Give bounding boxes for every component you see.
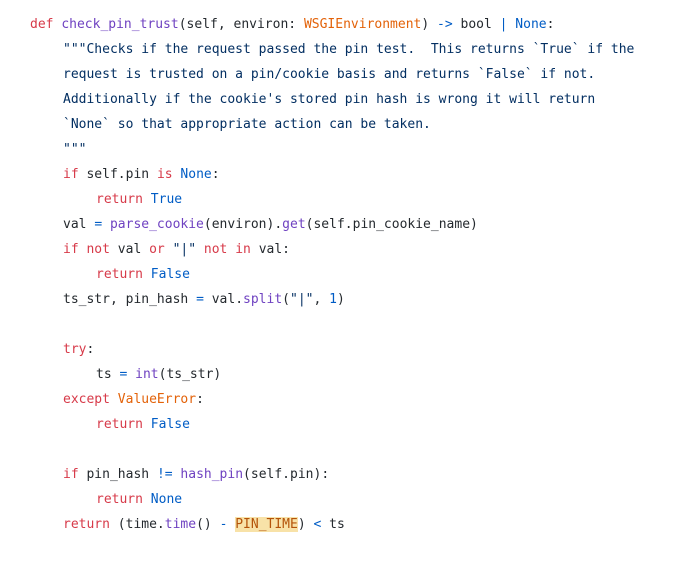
code-line-12: ts_str, pin_hash = val.split("|", 1)	[30, 287, 690, 312]
method-call: get	[282, 217, 306, 232]
docstring: request is trusted on a pin/cookie basis…	[63, 67, 596, 82]
number-literal: 1	[329, 292, 337, 307]
code-line-10: if not val or "|" not in val:	[30, 237, 690, 262]
keyword: if	[63, 467, 87, 482]
keyword: not	[86, 242, 118, 257]
return-type: bool	[452, 17, 500, 32]
keyword: return	[63, 517, 118, 532]
expression: (time.	[117, 517, 165, 532]
expression: val:	[258, 242, 291, 257]
keyword: return	[96, 192, 151, 207]
code-line-4: Additionally if the cookie's stored pin …	[30, 87, 690, 112]
expression: val	[63, 217, 95, 232]
keyword: try	[63, 342, 87, 357]
type-annotation: WSGIEnvironment	[303, 17, 422, 32]
comma: ,	[313, 292, 330, 307]
keyword: return	[96, 492, 151, 507]
paren: )	[336, 292, 345, 307]
code-line-3: request is trusted on a pin/cookie basis…	[30, 62, 690, 87]
method-call: split	[243, 292, 283, 307]
string-literal: "|"	[172, 242, 204, 257]
code-line-5: `None` so that appropriate action can be…	[30, 112, 690, 137]
docstring: Additionally if the cookie's stored pin …	[63, 92, 596, 107]
paren: (	[282, 292, 290, 307]
keyword: is	[156, 167, 181, 182]
expression: ts	[321, 517, 345, 532]
none-constant: None	[180, 167, 212, 182]
keyword: return	[96, 417, 151, 432]
keyword: if	[63, 242, 87, 257]
bool-constant: False	[150, 267, 190, 282]
colon: :	[211, 167, 220, 182]
function-call: hash_pin	[180, 467, 244, 482]
code-block: def check_pin_trust(self, environ: WSGIE…	[30, 12, 690, 537]
expression: ts_str, pin_hash	[63, 292, 197, 307]
bool-constant: True	[150, 192, 183, 207]
keyword: except	[63, 392, 118, 407]
docstring: """Checks if the request passed the pin …	[63, 42, 635, 57]
expression: (environ).	[203, 217, 283, 232]
none-constant: None	[150, 492, 183, 507]
expression: pin_hash	[86, 467, 157, 482]
colon: :	[86, 342, 95, 357]
code-line-11: return False	[30, 262, 690, 287]
assign-operator: =	[196, 292, 204, 307]
code-line-16: except ValueError:	[30, 387, 690, 412]
keyword: if	[63, 167, 87, 182]
code-line-8: return True	[30, 187, 690, 212]
none-constant: None	[507, 17, 547, 32]
expression: ts	[96, 367, 120, 382]
compare-operator: <	[313, 517, 322, 532]
exception-class: ValueError	[117, 392, 197, 407]
pipe-operator: |	[499, 17, 508, 32]
assign-operator: =	[94, 217, 103, 232]
colon: :	[546, 17, 555, 32]
method-call: time	[164, 517, 197, 532]
compare-operator: !=	[156, 467, 173, 482]
keyword: or	[149, 242, 173, 257]
expression: val.	[203, 292, 244, 307]
minus-operator: -	[219, 517, 228, 532]
code-line-21: return (time.time() - PIN_TIME) < ts	[30, 512, 690, 537]
space	[127, 367, 135, 382]
code-line-19: if pin_hash != hash_pin(self.pin):	[30, 462, 690, 487]
function-name: check_pin_trust	[61, 17, 179, 32]
params: (self, environ:	[178, 17, 304, 32]
code-line-9: val = parse_cookie(environ).get(self.pin…	[30, 212, 690, 237]
docstring: """	[63, 142, 87, 157]
function-call: int	[135, 367, 159, 382]
code-line-17: return False	[30, 412, 690, 437]
code-line-13-blank	[30, 312, 690, 337]
code-line-15: ts = int(ts_str)	[30, 362, 690, 387]
assign-operator: =	[119, 367, 128, 382]
keyword: not in	[203, 242, 259, 257]
code-line-7: if self.pin is None:	[30, 162, 690, 187]
expression: self.pin	[86, 167, 157, 182]
bool-constant: False	[150, 417, 190, 432]
code-line-1: def check_pin_trust(self, environ: WSGIE…	[30, 12, 690, 37]
expression: val	[117, 242, 150, 257]
space	[102, 217, 110, 232]
code-line-2: """Checks if the request passed the pin …	[30, 37, 690, 62]
expression: (self.pin):	[243, 467, 330, 482]
code-line-20: return None	[30, 487, 690, 512]
function-call: parse_cookie	[109, 217, 204, 232]
docstring: `None` so that appropriate action can be…	[63, 117, 431, 132]
code-line-6: """	[30, 137, 690, 162]
code-line-14: try:	[30, 337, 690, 362]
keyword: def	[30, 17, 62, 32]
expression: (self.pin_cookie_name)	[305, 217, 478, 232]
colon: :	[196, 392, 204, 407]
keyword: return	[96, 267, 151, 282]
expression: )	[297, 517, 314, 532]
arrow-operator: ->	[437, 17, 453, 32]
code-line-18-blank	[30, 437, 690, 462]
expression: (ts_str)	[158, 367, 222, 382]
params-close: )	[421, 17, 438, 32]
string-literal: "|"	[290, 292, 314, 307]
highlighted-identifier[interactable]: PIN_TIME	[235, 517, 298, 532]
expression: ()	[196, 517, 220, 532]
